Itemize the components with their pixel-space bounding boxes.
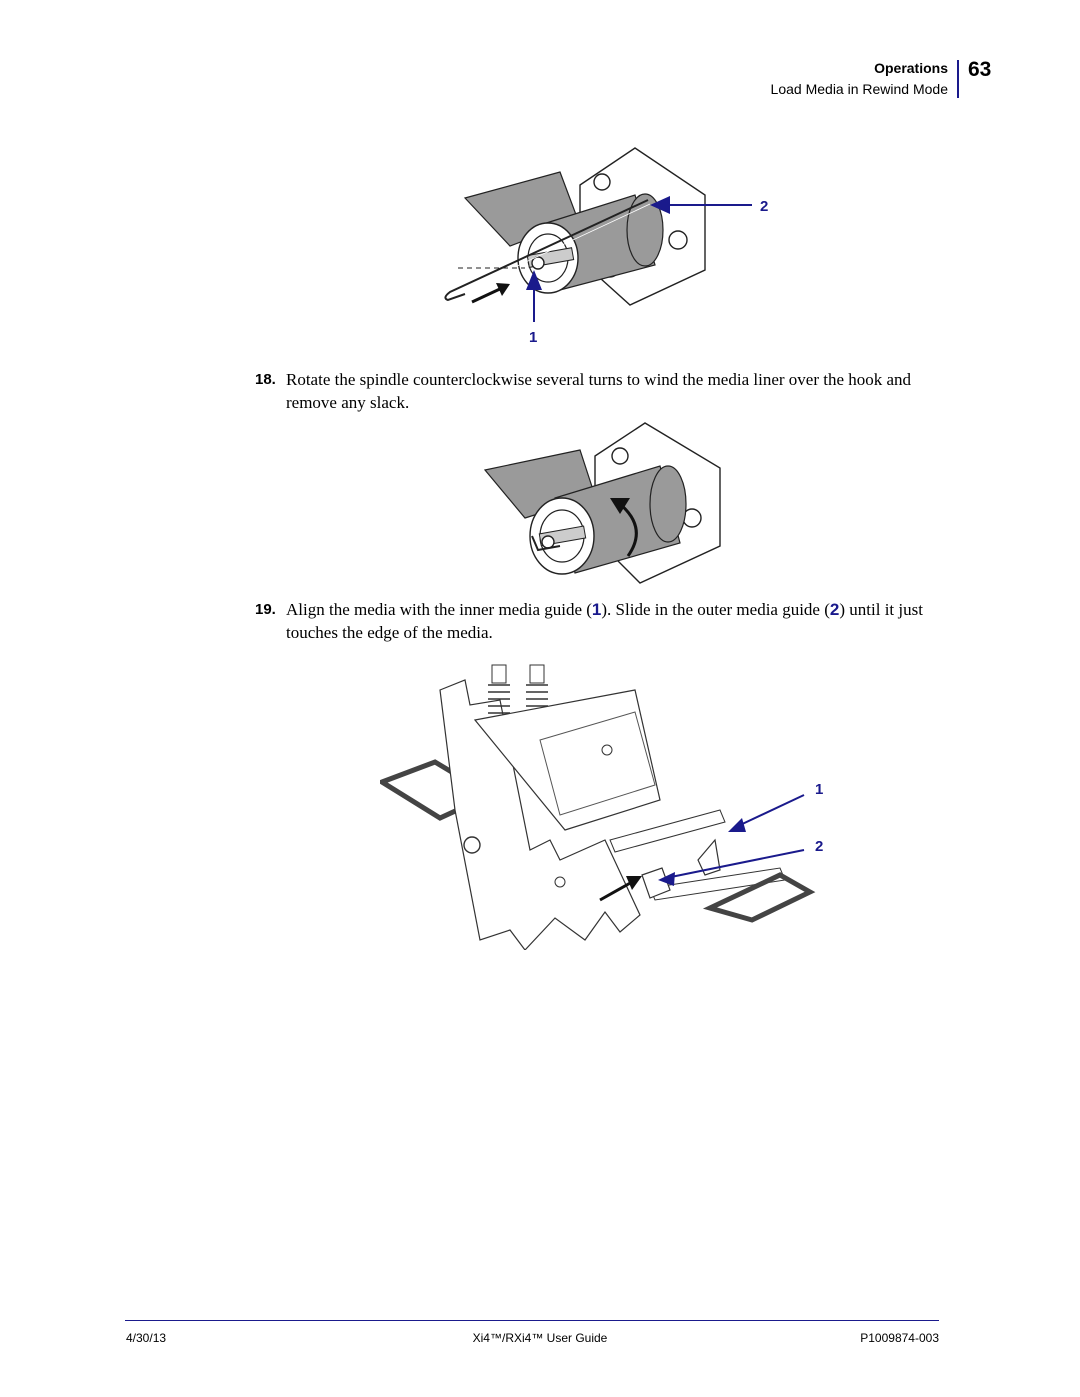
page-number: 63 — [968, 58, 992, 81]
step-number: 18. — [255, 371, 276, 388]
footer-date: 4/30/13 — [126, 1331, 167, 1345]
figure1-callout-2: 2 — [760, 198, 768, 215]
spindle-rotate-illustration — [483, 422, 721, 584]
footer-part-number: P1009874-003 — [860, 1331, 939, 1345]
spindle-hook-illustration: 2 1 — [444, 147, 768, 346]
callout-ref-1: 1 — [591, 600, 602, 619]
figure3-callout-1: 1 — [815, 781, 823, 798]
step-text: Align the media with the inner media gui… — [286, 598, 956, 644]
figure1-callout-1: 1 — [529, 329, 537, 346]
figure3-callout-2: 2 — [815, 838, 823, 855]
step-text-part: ). Slide in the outer media guide ( — [601, 600, 830, 619]
section-title: Operations — [874, 60, 948, 76]
media-guide-illustration: 1 2 — [380, 664, 823, 950]
footer-title: Xi4™/RXi4™ User Guide — [472, 1331, 608, 1345]
subsection-title: Load Media in Rewind Mode — [770, 81, 948, 97]
footer-divider — [125, 1320, 939, 1321]
callout-ref-2: 2 — [829, 600, 840, 619]
step-text: Rotate the spindle counterclockwise seve… — [286, 370, 912, 412]
step-text-part: Align the media with the inner media gui… — [286, 600, 592, 619]
header-divider — [957, 60, 959, 98]
step-text-part: ) until it just touches the edge of the … — [286, 600, 923, 642]
step-number: 19. — [255, 601, 276, 618]
